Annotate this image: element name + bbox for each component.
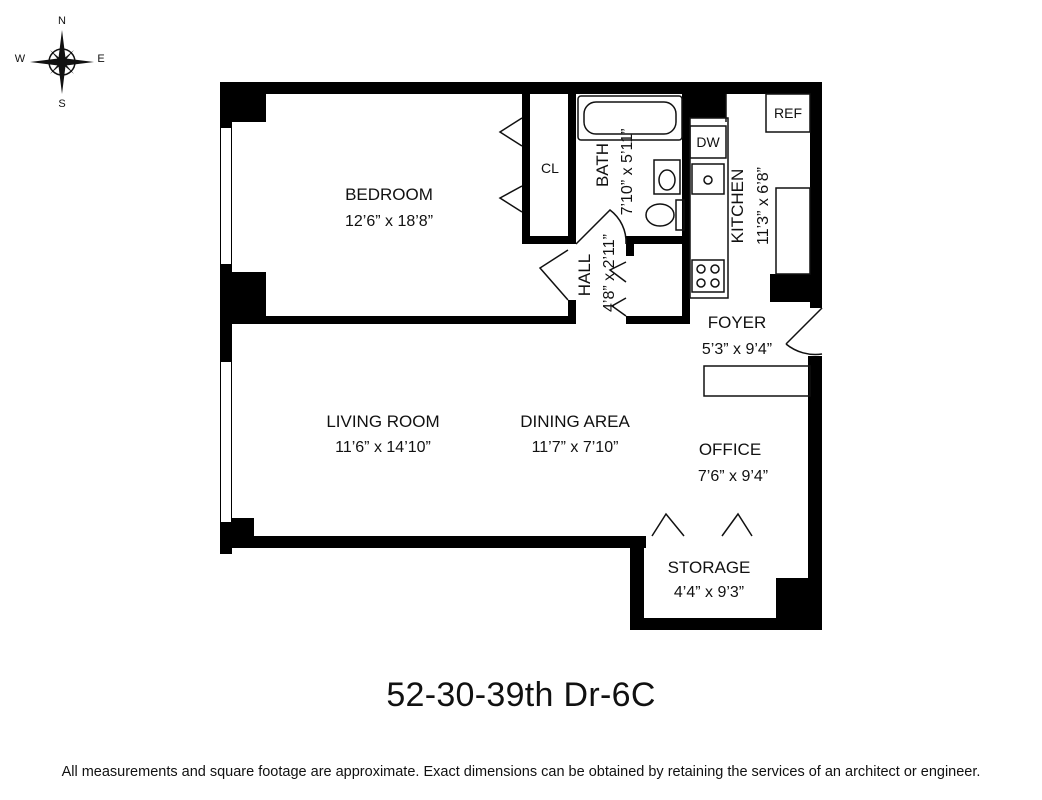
refrigerator (765, 93, 811, 133)
office-name: OFFICE (699, 440, 761, 459)
measurement-disclaimer: All measurements and square footage are … (61, 764, 981, 780)
kitchen-sink (691, 163, 725, 195)
storage-dims: 4’4” x 9’3” (674, 584, 744, 601)
foyer-name: FOYER (708, 313, 767, 332)
counter (689, 117, 729, 299)
bathtub (577, 95, 683, 141)
closet-name: CL (541, 160, 559, 176)
compass-south: S (58, 98, 65, 110)
toilet-tank (675, 199, 685, 231)
bath-fixtures (577, 95, 685, 231)
compass-east: E (97, 53, 104, 65)
room-labels: BEDROOM 12’6” x 18’8” CL BATH 7’10” x 5’… (326, 105, 802, 601)
stove (691, 259, 725, 293)
compass-west: W (15, 53, 26, 65)
kitchen-fixtures (689, 93, 811, 299)
hall-name: HALL (575, 254, 594, 297)
compass-star-diagonal-2 (50, 50, 74, 74)
hall-doors (538, 209, 627, 317)
living-room-name: LIVING ROOM (326, 412, 439, 431)
unit-address: 52-30-39th Dr-6C (386, 676, 656, 714)
toilet-bowl (645, 203, 675, 227)
kitchen-island (775, 187, 811, 275)
hall-dims: 4’8” x 2’11” (601, 234, 618, 312)
living-room-dims: 11’6” x 14’10” (335, 439, 431, 456)
entry-door (785, 307, 823, 356)
dishwasher (689, 125, 727, 159)
walls (220, 82, 822, 630)
foyer-dims: 5’3” x 9’4” (702, 341, 772, 358)
dining-area-dims: 11’7” x 7’10” (532, 439, 619, 456)
storage-name: STORAGE (668, 558, 751, 577)
dining-area-name: DINING AREA (520, 412, 630, 431)
refrigerator-label: REF (774, 105, 802, 121)
sink (653, 159, 681, 195)
compass-north: N (58, 15, 66, 27)
compass-rose: N S E W (15, 15, 105, 110)
kitchen-name: KITCHEN (728, 169, 747, 244)
dishwasher-label: DW (696, 134, 720, 150)
office-dims: 7’6” x 9’4” (698, 468, 768, 485)
bath-dims: 7’10” x 5’11” (619, 129, 636, 216)
closet-doors (498, 117, 523, 213)
storage-doors (651, 512, 753, 537)
kitchen-dims: 11’3” x 6’8” (755, 167, 772, 245)
bedroom-name: BEDROOM (345, 185, 433, 204)
bath-name: BATH (593, 143, 612, 187)
office-desk (703, 365, 811, 397)
bedroom-dims: 12’6” x 18’8” (345, 213, 433, 230)
